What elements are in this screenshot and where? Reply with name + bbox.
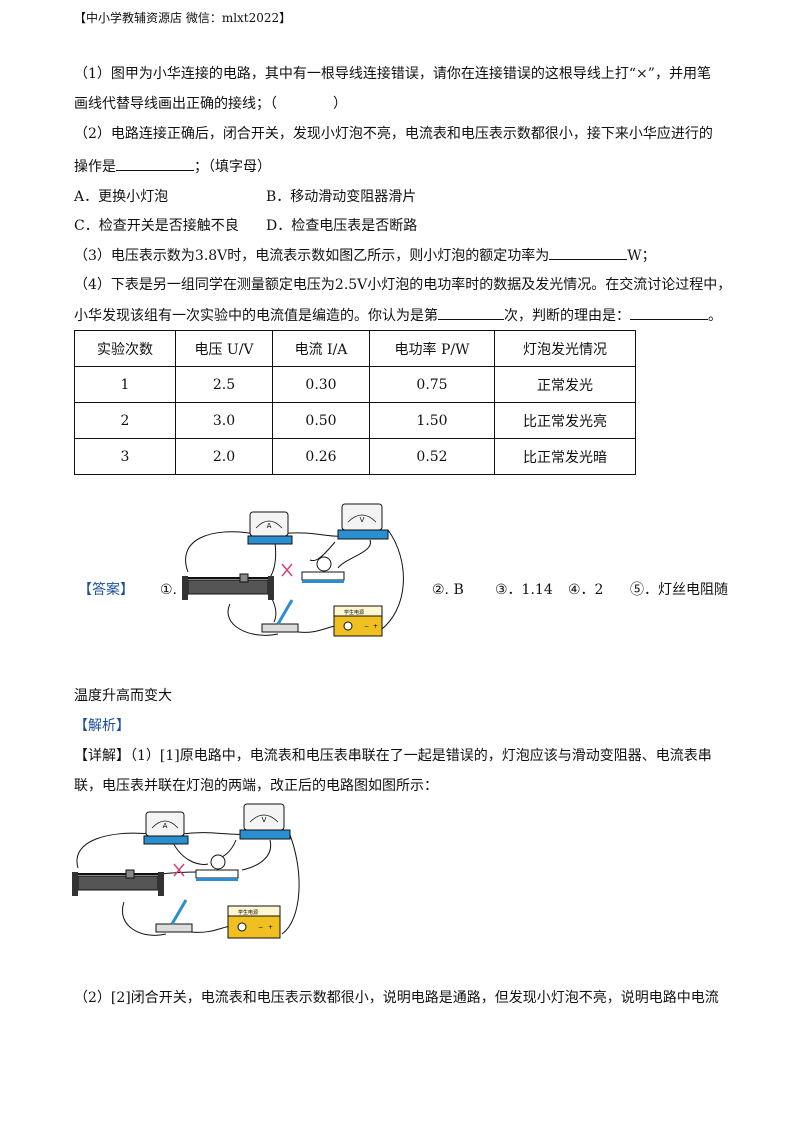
table-cell: 3.0: [175, 402, 273, 439]
voltmeter-label: V: [360, 516, 365, 524]
detail-line-3: （2）[2]闭合开关，电流表和电压表示数都很小，说明电路是通路，但发现小灯泡不亮…: [74, 990, 719, 1006]
question-1-cont: 画线代替导线画出正确的接线；（）: [74, 96, 347, 112]
table-header-cell: 电压 U/V: [175, 330, 273, 367]
answer-cont: 温度升高而变大: [74, 688, 172, 704]
option-b: B．移动滑动变阻器滑片: [266, 189, 417, 205]
table-cell: 2.5: [175, 366, 273, 403]
detail-line-2: 联，电压表并联在灯泡的两端，改正后的电路图如图所示：: [74, 778, 438, 794]
rheostat-icon: [182, 573, 274, 600]
question-4-cont: 小华发现该组有一次实验中的电流值是编造的。你认为是第次，判断的理由是：。: [74, 305, 722, 326]
table-cell: 2: [74, 402, 176, 439]
voltmeter-icon: V: [337, 503, 389, 540]
switch-icon: [155, 899, 193, 933]
table-header-cell: 电流 I/A: [272, 330, 370, 367]
ammeter-icon: A: [247, 511, 293, 545]
rheostat-icon: [72, 869, 164, 896]
analysis-label: 【解析】: [74, 718, 130, 734]
bulb-icon: [301, 556, 345, 583]
bulb-icon: [195, 854, 239, 881]
switch-icon: [261, 599, 299, 633]
detail-line-1: 【详解】（1）[1]原电路中，电流表和电压表串联在了一起是错误的，灯泡应该与滑动…: [74, 748, 712, 764]
circuit-figure-answer: A V 学生电源 − +: [182, 503, 404, 637]
power-supply-icon: 学生电源 − +: [333, 605, 383, 637]
answer-label: 【答案】: [78, 582, 134, 598]
power-supply-minus: −: [364, 623, 369, 630]
ammeter-icon: A: [143, 811, 189, 845]
answer-5: ⑤．灯丝电阻随: [630, 582, 728, 598]
table-header-cell: 灯泡发光情况: [494, 330, 636, 367]
table-cell: 3: [74, 438, 176, 475]
table-header-cell: 电功率 P/W: [369, 330, 495, 367]
answer-4: ④．2: [568, 582, 604, 598]
question-2-cont: 操作是；（填字母）: [74, 156, 271, 177]
table-row: 1 2.5 0.30 0.75 正常发光: [74, 366, 636, 403]
table-row: 3 2.0 0.26 0.52 比正常发光暗: [74, 438, 636, 475]
table-row: 2 3.0 0.50 1.50 比正常发光亮: [74, 402, 636, 439]
ammeter-label: A: [267, 522, 272, 530]
table-cell: 0.52: [369, 438, 495, 475]
error-mark-icon: [173, 863, 185, 877]
option-c: C．检查开关是否接触不良: [74, 218, 239, 234]
question-2: （2）电路连接正确后，闭合开关，发现小灯泡不亮，电流表和电压表示数都很小，接下来…: [74, 126, 713, 142]
data-table: 实验次数 电压 U/V 电流 I/A 电功率 P/W 灯泡发光情况 1 2.5 …: [74, 330, 636, 475]
answer-1: ①.: [160, 582, 178, 598]
question-4: （4）下表是另一组同学在测量额定电压为2.5V小灯泡的电功率时的数据及发光情况。…: [74, 277, 732, 293]
circuit-figure-detail: A V 学生电源 − +: [72, 803, 300, 939]
page-header: 【中小学教辅资源店 微信：mlxt2022】: [74, 11, 292, 25]
power-supply-plus: +: [373, 623, 378, 630]
question-1: （1）图甲为小华连接的电路，其中有一根导线连接错误，请你在连接错误的这根导线上打…: [74, 66, 711, 82]
table-cell: 1.50: [369, 402, 495, 439]
table-cell: 0.26: [272, 438, 370, 475]
power-supply-label: 学生电源: [238, 909, 258, 916]
table-cell: 正常发光: [494, 366, 636, 403]
table-cell: 比正常发光暗: [494, 438, 636, 475]
ammeter-label: A: [163, 822, 168, 830]
power-supply-label: 学生电源: [344, 609, 364, 616]
error-mark-icon: [281, 563, 293, 577]
table-cell: 1: [74, 366, 176, 403]
table-cell: 0.30: [272, 366, 370, 403]
voltmeter-icon: V: [239, 803, 291, 840]
answer-2: ②. B: [432, 582, 464, 598]
power-supply-plus: +: [268, 924, 273, 931]
power-supply-icon: 学生电源 − +: [227, 905, 281, 939]
table-header-cell: 实验次数: [74, 330, 176, 367]
option-a: A．更换小灯泡: [74, 189, 169, 205]
table-cell: 0.75: [369, 366, 495, 403]
answer-3: ③．1.14: [495, 582, 553, 598]
voltmeter-label: V: [262, 816, 267, 824]
table-cell: 2.0: [175, 438, 273, 475]
table-cell: 0.50: [272, 402, 370, 439]
option-d: D．检查电压表是否断路: [266, 218, 418, 234]
power-supply-minus: −: [258, 924, 263, 931]
table-cell: 比正常发光亮: [494, 402, 636, 439]
table-header-row: 实验次数 电压 U/V 电流 I/A 电功率 P/W 灯泡发光情况: [74, 330, 636, 367]
